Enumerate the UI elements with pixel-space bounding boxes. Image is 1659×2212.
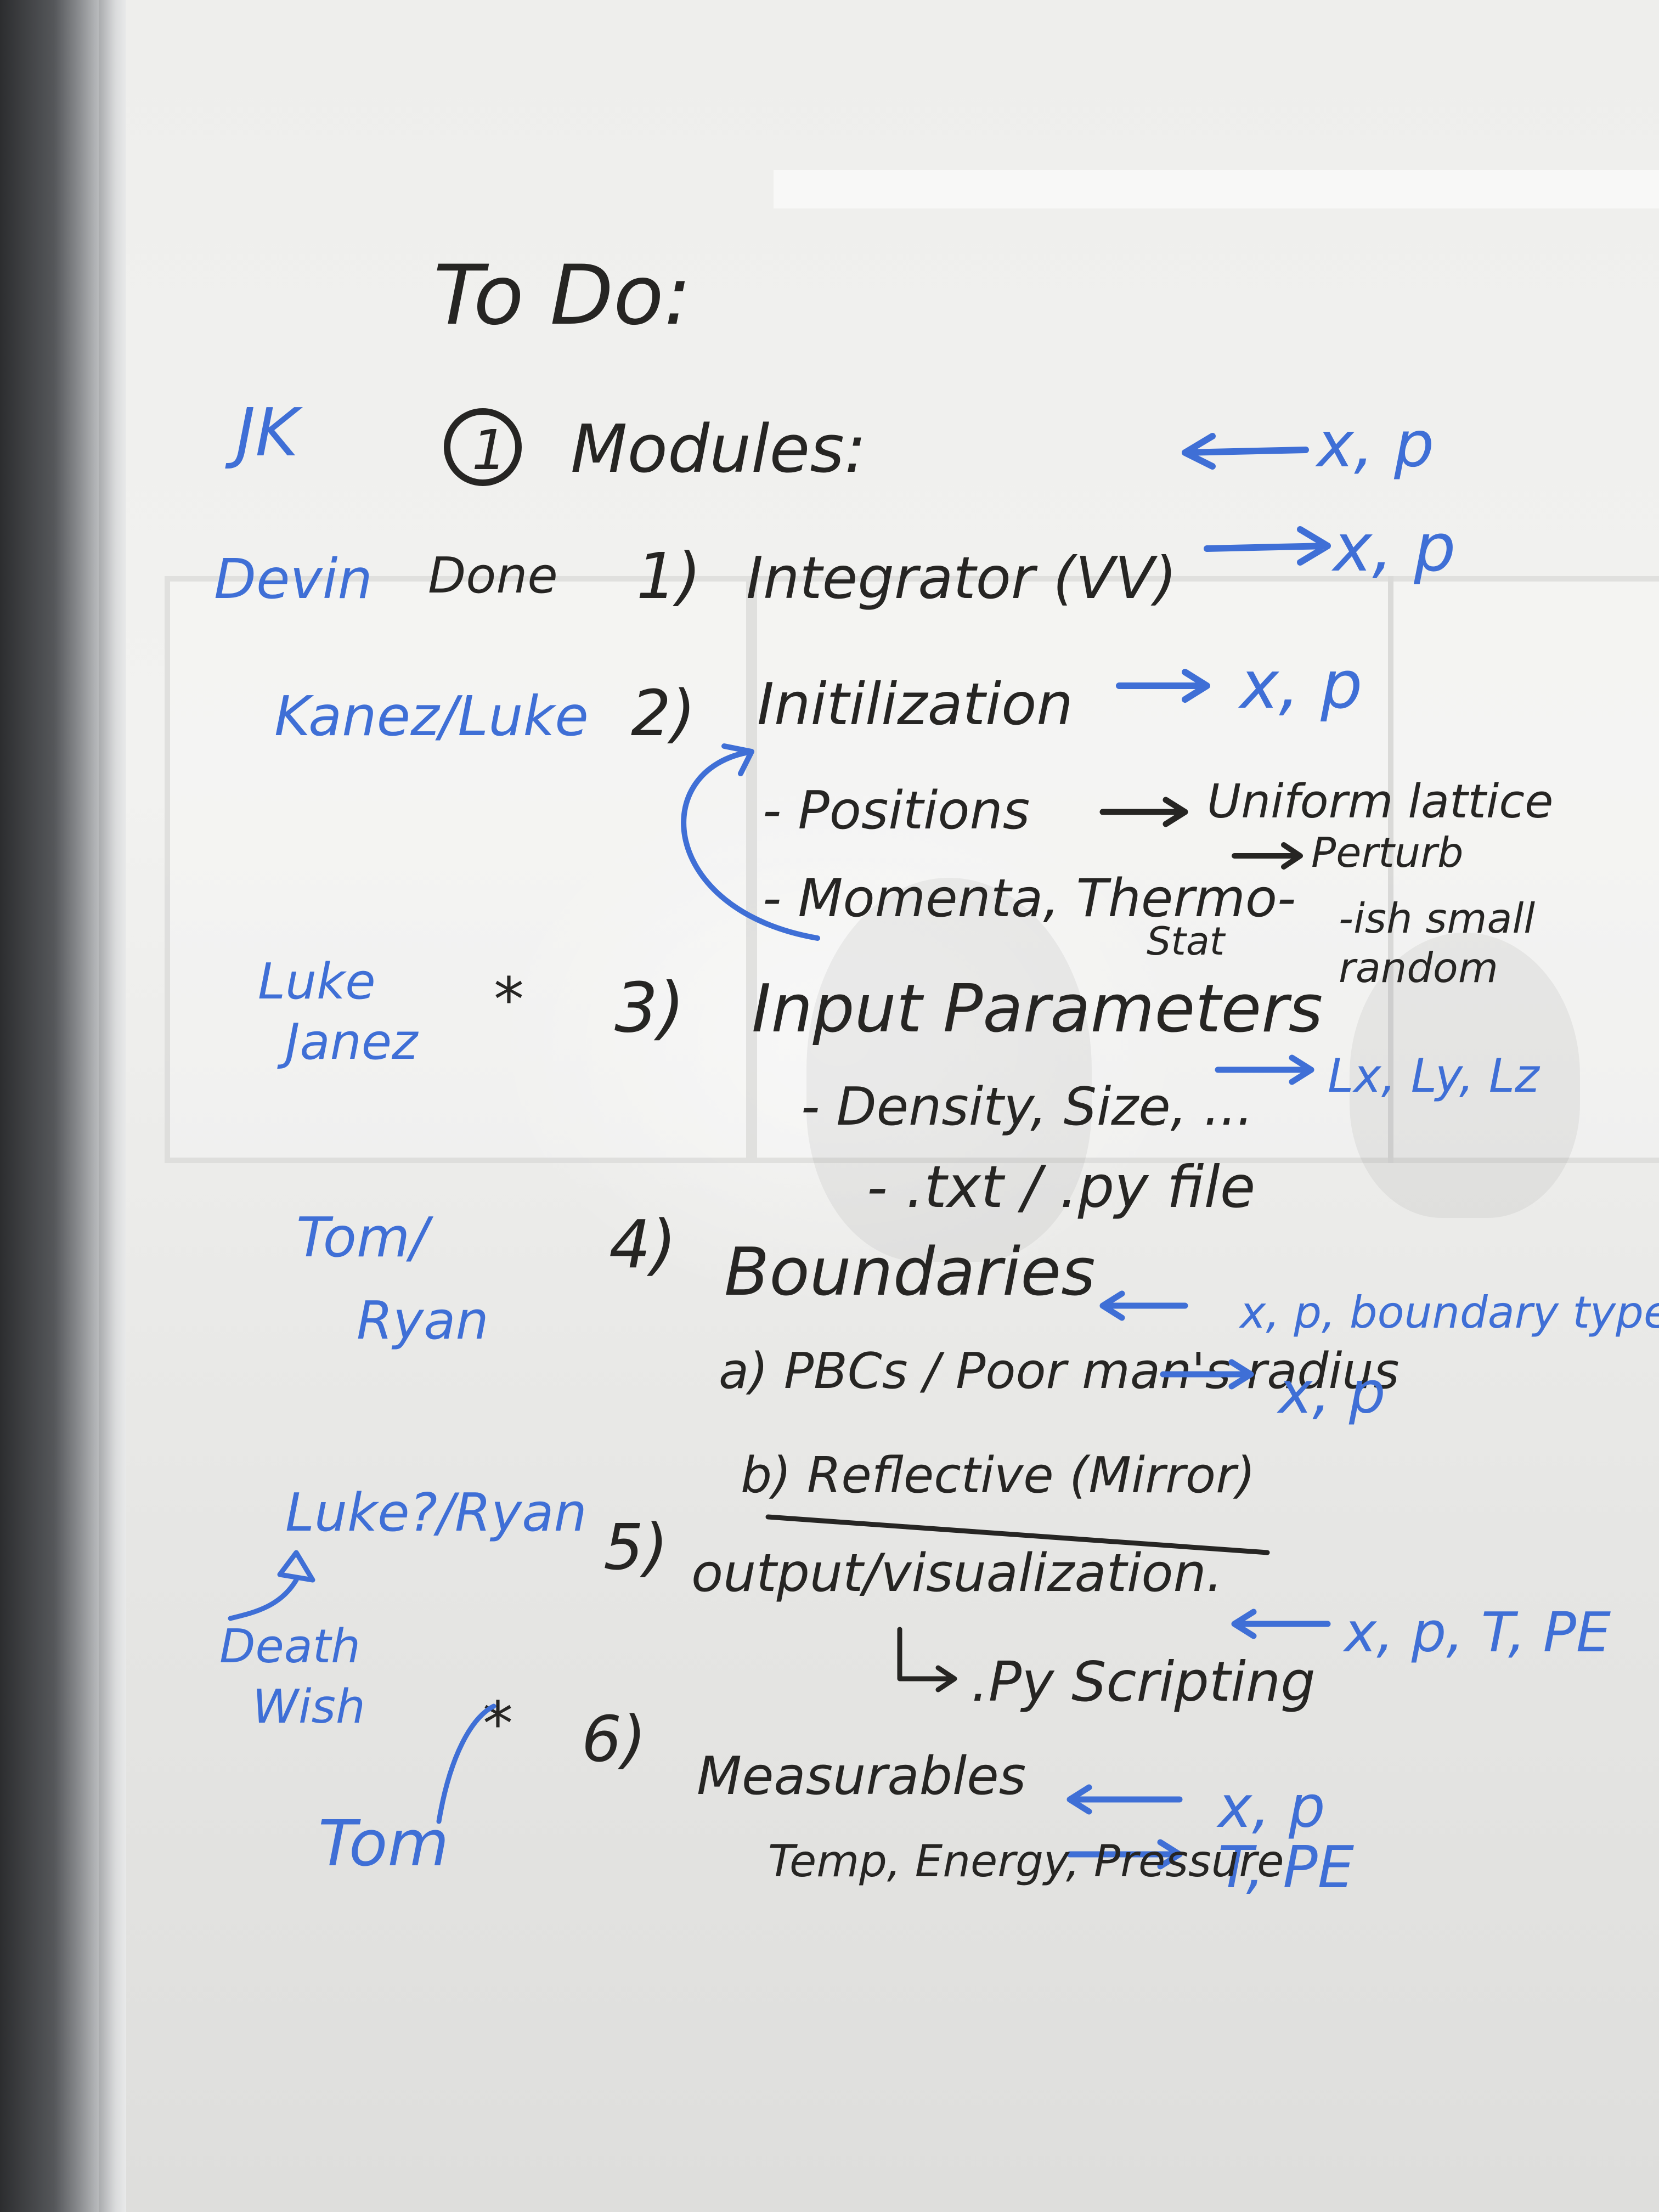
item-6-sub: Temp, Energy, Pressure: [768, 1836, 1284, 1887]
whiteboard: [126, 0, 1659, 2212]
item-6-label: Measurables: [697, 1746, 1026, 1807]
person-reflection: [806, 878, 1092, 1262]
item-4-sub-a: a) PBCs / Poor man's radius: [719, 1342, 1400, 1400]
section-number: 1: [472, 418, 507, 482]
assignee-note-death: Death: [219, 1620, 360, 1674]
item-2-sub-1: - Positions: [763, 781, 1030, 841]
curved-arrow-icon: [681, 743, 820, 941]
arrow-right-icon: [1160, 1359, 1254, 1390]
assignee-tom-2: Tom: [318, 1807, 449, 1881]
item-3-number: 3): [614, 968, 685, 1048]
assignee-note-wish: Wish: [252, 1680, 365, 1734]
status-done: Done: [428, 547, 558, 605]
section-note: x, p: [1315, 408, 1434, 482]
person-reflection: [1350, 933, 1580, 1218]
item-4-sub-b: b) Reflective (Mirror): [741, 1447, 1255, 1504]
window-reflection: [752, 576, 1393, 1163]
arrow-right-icon: [1066, 1839, 1183, 1870]
arrow-right-icon: [1232, 842, 1303, 870]
item-1-note: x, p: [1331, 510, 1455, 586]
board-frame: [0, 0, 99, 2212]
item-3-star: *: [494, 964, 524, 1035]
item-2-number: 2): [631, 677, 696, 751]
item-3-sub-2: - .txt / .py file: [867, 1154, 1255, 1221]
arrow-right-icon: [1204, 526, 1331, 566]
title-text: To Do:: [433, 248, 691, 343]
item-4-note: x, p, boundary types: [1238, 1287, 1659, 1338]
arrow-right-icon: [1116, 669, 1210, 703]
item-1-label: Integrator (VV): [746, 545, 1177, 612]
arrow-left-icon: [1231, 1609, 1331, 1639]
item-2-sub-2: - Momenta, Thermo-: [763, 868, 1296, 929]
curved-arrow-icon: [436, 1703, 496, 1824]
arrow-right-icon: [1099, 797, 1188, 827]
assignee-luke: Luke: [258, 953, 376, 1011]
item-5-note: x, p, T, PE: [1342, 1600, 1611, 1664]
item-3-note: Lx, Ly, Lz: [1328, 1049, 1541, 1103]
item-2-sub-2-line-2: Stat: [1147, 919, 1226, 964]
item-1-number: 1): [636, 540, 701, 613]
item-6-note-out: T, PE: [1218, 1834, 1355, 1901]
section-number-circle: [444, 408, 522, 486]
item-2-label: Initilization: [757, 671, 1073, 738]
item-6-note-in: x, p: [1216, 1774, 1325, 1841]
item-2-sub-2-note: -ish small: [1339, 894, 1535, 943]
item-4-sub-a-note: x, p: [1277, 1359, 1386, 1426]
assignee-luke-ryan: Luke?/Ryan: [285, 1483, 587, 1543]
section-initials: JK: [225, 395, 303, 471]
item-3-label: Input Parameters: [752, 971, 1323, 1047]
light-reflection: [774, 170, 1659, 208]
window-reflection: [1388, 576, 1659, 1163]
arrow-right-icon: [1215, 1054, 1314, 1085]
arrow-left-icon: [1099, 1290, 1188, 1321]
assignee-ryan: Ryan: [357, 1291, 489, 1351]
arrow-left-icon: [1066, 1784, 1183, 1815]
assignee-kanez-luke: Kanez/Luke: [274, 684, 589, 748]
arrow-right-icon: [897, 1627, 957, 1692]
board-frame-lip: [99, 0, 126, 2212]
section-label: Modules:: [571, 411, 866, 488]
item-6-star: *: [483, 1689, 513, 1759]
item-6-number: 6): [582, 1703, 646, 1776]
window-reflection: [165, 576, 752, 1163]
item-4-number: 4): [609, 1207, 676, 1283]
item-2-sub-2-note-2: random: [1339, 944, 1498, 992]
item-3-sub-1: - Density, Size, ...: [801, 1077, 1254, 1137]
arrow-left-icon: [228, 1550, 315, 1621]
underline: [765, 1514, 1270, 1555]
arrow-left-icon: [1182, 433, 1309, 470]
item-5-sub: .Py Scripting: [971, 1650, 1316, 1714]
item-4-label: Boundaries: [724, 1234, 1096, 1311]
assignee-tom: Tom/: [296, 1205, 433, 1269]
item-2-sub-1-note-2: Perturb: [1311, 828, 1464, 877]
item-2-sub-1-note: Uniform lattice: [1207, 775, 1553, 829]
item-5-label: output/visualization.: [691, 1543, 1223, 1604]
assignee-janez: Janez: [277, 1013, 419, 1071]
assignee-devin: Devin: [214, 547, 373, 611]
item-2-note: x, p: [1238, 647, 1362, 724]
item-5-number: 5): [603, 1511, 668, 1584]
